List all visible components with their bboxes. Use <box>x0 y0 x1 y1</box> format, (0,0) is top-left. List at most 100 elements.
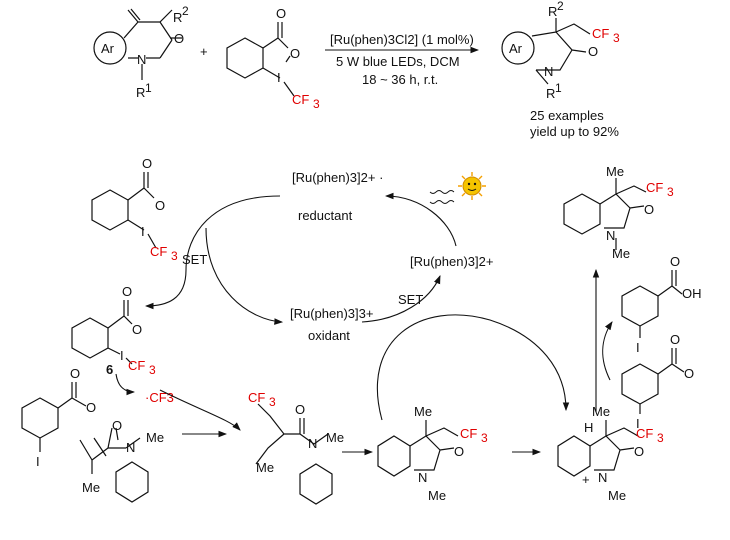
svg-text:I: I <box>36 454 40 469</box>
svg-text:Me: Me <box>428 488 446 503</box>
svg-text:O: O <box>644 202 654 217</box>
svg-text:CF: CF <box>646 180 663 195</box>
togni-reagent-mech: O O I CF 3 <box>91 156 178 263</box>
svg-text:O: O <box>290 46 300 61</box>
svg-text:N: N <box>598 470 607 485</box>
set-label-left: SET <box>182 252 207 267</box>
svg-text:+: + <box>582 472 590 487</box>
light-wave <box>429 190 455 194</box>
svg-text:O: O <box>155 198 165 213</box>
svg-text:N: N <box>126 440 135 455</box>
svg-text:CF: CF <box>292 92 309 107</box>
svg-text:I: I <box>636 340 640 355</box>
svg-text:Me: Me <box>606 164 624 179</box>
svg-text:I: I <box>636 416 640 431</box>
conditions-label-2: 18 ~ 36 h, r.t. <box>362 72 438 87</box>
svg-text:R: R <box>136 85 145 100</box>
svg-text:CF: CF <box>128 358 145 373</box>
svg-text:H: H <box>584 420 593 435</box>
svg-text:R: R <box>173 10 182 25</box>
svg-text:CF: CF <box>592 26 609 41</box>
conditions-label-1: 5 W blue LEDs, DCM <box>336 54 460 69</box>
svg-text:CF: CF <box>150 244 167 259</box>
catalyst-label: [Ru(phen)3Cl2] (1 mol%) <box>330 32 474 47</box>
product-oxindole-mech: Me CF 3 O N Me <box>563 164 674 261</box>
svg-text:3: 3 <box>481 431 488 445</box>
svg-text:Ar: Ar <box>101 41 115 56</box>
n-methyl-n-phenyl-methacrylamide: O N Me Me <box>79 418 164 503</box>
set-label-right: SET <box>398 292 423 307</box>
svg-text:N: N <box>418 470 427 485</box>
svg-text:3: 3 <box>613 31 620 45</box>
svg-text:Me: Me <box>326 430 344 445</box>
svg-text:O: O <box>588 44 598 59</box>
svg-text:3: 3 <box>171 249 178 263</box>
light-wave <box>429 200 455 204</box>
svg-text:1: 1 <box>555 81 562 95</box>
intermediate-6-radical-anion: O O I CF 3 6 <box>71 284 156 377</box>
svg-text:Me: Me <box>592 404 610 419</box>
ru2-label: [Ru(phen)3]2+ <box>410 254 493 269</box>
ru3-oxidant-label: [Ru(phen)3]3+ <box>290 306 373 321</box>
svg-text:Ar: Ar <box>509 41 523 56</box>
svg-text:1: 1 <box>145 81 152 95</box>
cf3-radical-label: ·CF3 <box>145 390 174 405</box>
svg-text:O: O <box>670 254 680 269</box>
svg-text:Me: Me <box>256 460 274 475</box>
plus-sign: + <box>200 44 208 59</box>
svg-text:3: 3 <box>269 395 276 409</box>
cyclized-radical-intermediate: Me CF 3 O N Me <box>377 404 488 503</box>
svg-text:R: R <box>546 86 555 101</box>
ru2-reductant-label: [Ru(phen)3]2+ · <box>292 170 383 185</box>
cation-intermediate: H Me CF 3 O + N Me <box>557 404 664 503</box>
compound-6-label: 6 <box>106 362 113 377</box>
svg-text:N: N <box>137 52 146 67</box>
svg-text:O: O <box>142 156 152 171</box>
iodobenzoate: O O I <box>21 366 96 469</box>
svg-text:Me: Me <box>146 430 164 445</box>
yield-label: yield up to 92% <box>530 124 619 139</box>
svg-text:Me: Me <box>608 488 626 503</box>
examples-label: 25 examples <box>530 108 604 123</box>
svg-text:O: O <box>295 402 305 417</box>
sun-icon <box>458 172 486 200</box>
radical-addition-intermediate: CF 3 O N Me Me <box>248 390 344 505</box>
svg-text:O: O <box>174 31 184 46</box>
svg-text:O: O <box>454 444 464 459</box>
svg-text:O: O <box>684 366 694 381</box>
svg-text:O: O <box>132 322 142 337</box>
substrate-acrylamide: Ar R 2 O N R 1 <box>93 4 189 100</box>
svg-text:2: 2 <box>182 4 189 18</box>
svg-text:O: O <box>86 400 96 415</box>
oxidant-label: oxidant <box>308 328 350 343</box>
svg-text:Me: Me <box>82 480 100 495</box>
svg-text:Me: Me <box>414 404 432 419</box>
svg-text:O: O <box>670 332 680 347</box>
svg-text:CF: CF <box>248 390 265 405</box>
svg-text:I: I <box>277 70 281 85</box>
svg-text:3: 3 <box>149 363 156 377</box>
reductant-label: reductant <box>298 208 353 223</box>
product-oxindole-top: Ar R 2 CF 3 O N R 1 <box>501 0 620 101</box>
iodobenzoic-acid: O OH I <box>621 254 702 355</box>
svg-text:N: N <box>308 436 317 451</box>
svg-text:Me: Me <box>612 246 630 261</box>
iodobenzoate-right: O O I <box>621 332 694 431</box>
svg-text:O: O <box>112 418 122 433</box>
svg-text:N: N <box>544 64 553 79</box>
svg-text:2: 2 <box>557 0 564 13</box>
svg-text:3: 3 <box>657 431 664 445</box>
svg-text:CF: CF <box>636 426 653 441</box>
svg-text:O: O <box>634 444 644 459</box>
svg-text:O: O <box>276 6 286 21</box>
svg-text:I: I <box>141 224 145 239</box>
svg-text:O: O <box>122 284 132 299</box>
svg-text:N: N <box>606 228 615 243</box>
togni-reagent-top: O O I CF 3 <box>226 6 320 111</box>
svg-text:3: 3 <box>313 97 320 111</box>
svg-text:OH: OH <box>682 286 702 301</box>
svg-text:CF: CF <box>460 426 477 441</box>
svg-text:I: I <box>120 348 124 363</box>
